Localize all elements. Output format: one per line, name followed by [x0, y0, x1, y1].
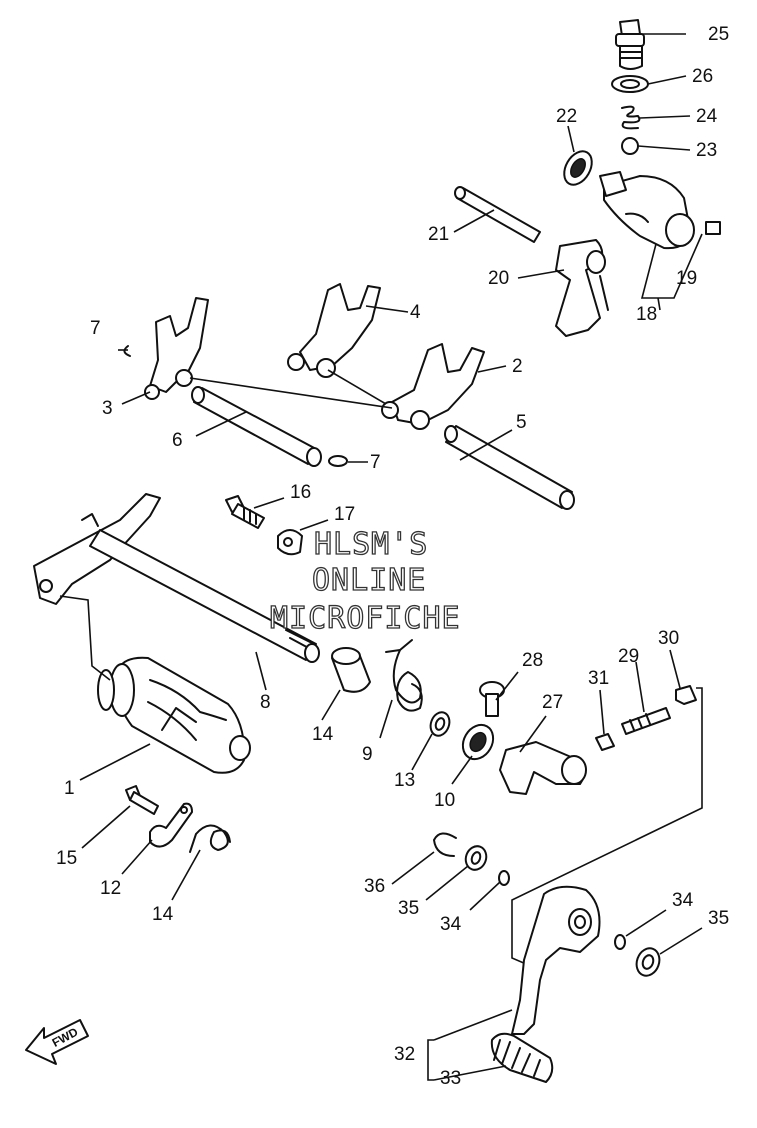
part-6-shaft: [191, 386, 322, 467]
part-5-shaft: [444, 425, 575, 510]
callout-18: 18: [636, 304, 657, 325]
part-34-oring-a: [498, 870, 510, 886]
part-28-bolt: [479, 681, 505, 717]
callout-14: 14: [152, 904, 174, 925]
callout-34b: 34: [672, 890, 694, 911]
part-15-bolt: [125, 785, 159, 815]
callout-2: 2: [512, 356, 523, 377]
watermark-line-3: MICROFICHE: [270, 601, 461, 636]
callout-31: 31: [588, 668, 609, 689]
callout-36: 36: [364, 876, 385, 897]
part-35-washer-b: [635, 947, 661, 977]
callout-27: 27: [542, 692, 563, 713]
part-34-oring-b: [614, 934, 626, 950]
part-4-shift-fork: [287, 283, 381, 378]
callout-33: 33: [440, 1068, 461, 1089]
callout-32: 32: [394, 1044, 415, 1065]
part-3-shift-fork: [144, 297, 209, 400]
callout-24: 24: [696, 106, 718, 127]
callout-20: 20: [488, 268, 509, 289]
part-27-shift-arm: [499, 741, 587, 795]
callout-28: 28: [522, 650, 543, 671]
part-7-circlip-b: [328, 455, 348, 467]
bracket-32-33: [427, 1039, 434, 1081]
callout-labels: 25 26 24 23 22 21 20 19 18 7 4 2 3 6 7 5…: [56, 24, 729, 1089]
callout-25: 25: [708, 24, 729, 45]
part-36-circlip: [433, 832, 457, 857]
part-11-washer: [429, 711, 451, 737]
part-13-stopper-lever: [149, 802, 193, 848]
part-26-washer: [611, 75, 649, 93]
callout-9: 9: [362, 744, 373, 765]
part-9-spring: [385, 639, 423, 712]
part-30-nut: [675, 685, 697, 705]
part-8-shift-shaft: [33, 493, 320, 663]
callout-3: 3: [102, 398, 113, 419]
fwd-arrow-icon: FWD: [25, 1019, 89, 1065]
fork-3-to-2-guide: [189, 377, 393, 409]
callout-1: 1: [64, 778, 75, 799]
part-25-bolt: [615, 19, 645, 70]
part-35-washer-a: [464, 845, 488, 871]
watermark-line-1: HLSM'S: [314, 527, 428, 562]
callout-12: 14: [312, 724, 334, 745]
part-18-detent-assembly: [599, 171, 721, 250]
watermark: HLSM'S ONLINE MICROFICHE: [269, 526, 461, 636]
part-12-collar: [331, 647, 371, 693]
part-14-spring: [189, 824, 231, 853]
callout-22: 22: [556, 106, 577, 127]
part-31-nut: [595, 733, 615, 751]
callout-10: 10: [434, 790, 455, 811]
callout-7b: 7: [370, 452, 381, 473]
callout-30: 30: [658, 628, 679, 649]
part-24-spring: [621, 105, 641, 130]
part-29-adjuster: [621, 707, 671, 735]
drum-guide-line: [59, 595, 111, 681]
part-2-shift-fork: [381, 343, 485, 430]
part-33-pedal-rubber: [490, 1032, 554, 1083]
callout-29: 29: [618, 646, 639, 667]
part-1-shift-drum: [97, 656, 251, 774]
callout-35b: 35: [708, 908, 729, 929]
callout-21: 21: [428, 224, 449, 245]
fork-4-to-2-guide: [327, 369, 387, 405]
callout-5: 5: [516, 412, 527, 433]
watermark-line-2: ONLINE: [312, 563, 426, 598]
callout-34a: 34: [440, 914, 462, 935]
part-10-oil-seal: [461, 723, 495, 761]
part-21-shaft: [454, 186, 541, 243]
callout-17: 17: [334, 504, 355, 525]
callout-8: 8: [260, 692, 271, 713]
callout-16: 16: [290, 482, 311, 503]
arm-guide-line: [511, 687, 703, 971]
callout-23: 23: [696, 140, 717, 161]
callout-19: 19: [676, 268, 697, 289]
callout-4: 4: [410, 302, 421, 323]
leader-lines: [79, 33, 703, 1081]
callout-26: 26: [692, 66, 713, 87]
callout-15: 15: [56, 848, 77, 869]
callout-7a: 7: [90, 318, 101, 339]
part-7-circlip-a: [123, 345, 131, 357]
part-32-shift-pedal: [511, 885, 601, 1035]
part-17-plate: [277, 529, 303, 556]
callout-13: 12: [100, 878, 121, 899]
part-22-oil-seal: [563, 150, 593, 186]
callout-6: 6: [172, 430, 183, 451]
part-23-ball: [621, 137, 639, 155]
part-20-shift-fork: [555, 239, 609, 337]
part-16-bolt: [225, 495, 265, 529]
callout-35a: 35: [398, 898, 419, 919]
callout-11: 13: [394, 770, 415, 791]
